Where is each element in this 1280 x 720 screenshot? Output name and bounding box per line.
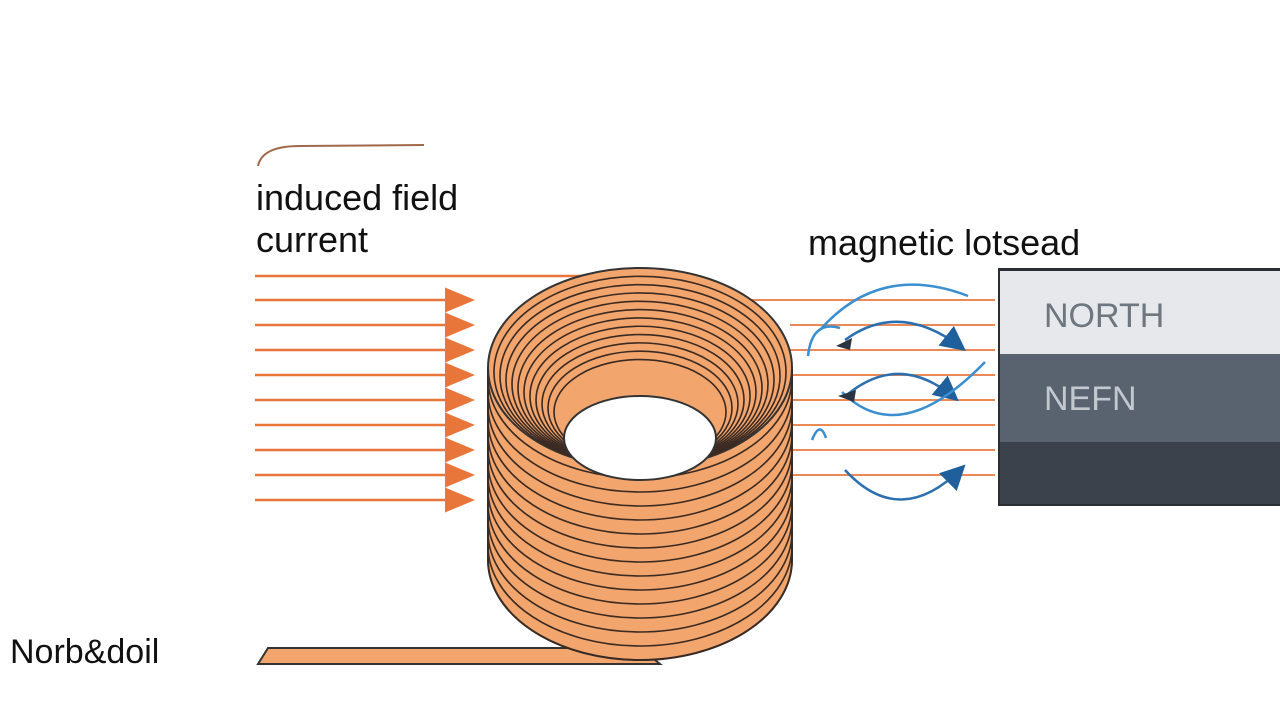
- magnet-middle-block: NEFN: [998, 354, 1280, 442]
- coil-winding: [487, 405, 793, 507]
- coil-winding: [487, 447, 793, 549]
- coil-winding: [487, 531, 793, 633]
- coil-winding: [487, 433, 793, 535]
- coil-center-hole: [563, 395, 717, 481]
- magnet-middle-label: NEFN: [1044, 380, 1137, 418]
- coil-winding: [487, 559, 793, 661]
- coil-winding: [487, 503, 793, 605]
- current-label: current: [256, 219, 369, 260]
- coil-winding: [487, 489, 793, 591]
- flux-arrow-heads: [836, 338, 856, 402]
- coil-winding: [487, 461, 793, 563]
- coil-winding: [487, 475, 793, 577]
- magnet-bottom-block: [998, 442, 1280, 506]
- coil-label: Norb&doil: [10, 633, 160, 671]
- pointer-curve: [257, 144, 425, 167]
- magnet-north-block: NORTH: [998, 268, 1280, 357]
- coil: [487, 267, 793, 661]
- induced-field-label: induced field: [256, 177, 459, 218]
- coil-winding: [487, 419, 793, 521]
- coil-winding: [487, 517, 793, 619]
- flux-arrows: [806, 283, 986, 501]
- magnet-north-label: NORTH: [1044, 297, 1165, 335]
- field-lines: [255, 274, 600, 513]
- coil-winding: [487, 545, 793, 647]
- magnetic-label: magnetic lotsead: [808, 222, 1081, 263]
- coil-winding: [487, 391, 793, 493]
